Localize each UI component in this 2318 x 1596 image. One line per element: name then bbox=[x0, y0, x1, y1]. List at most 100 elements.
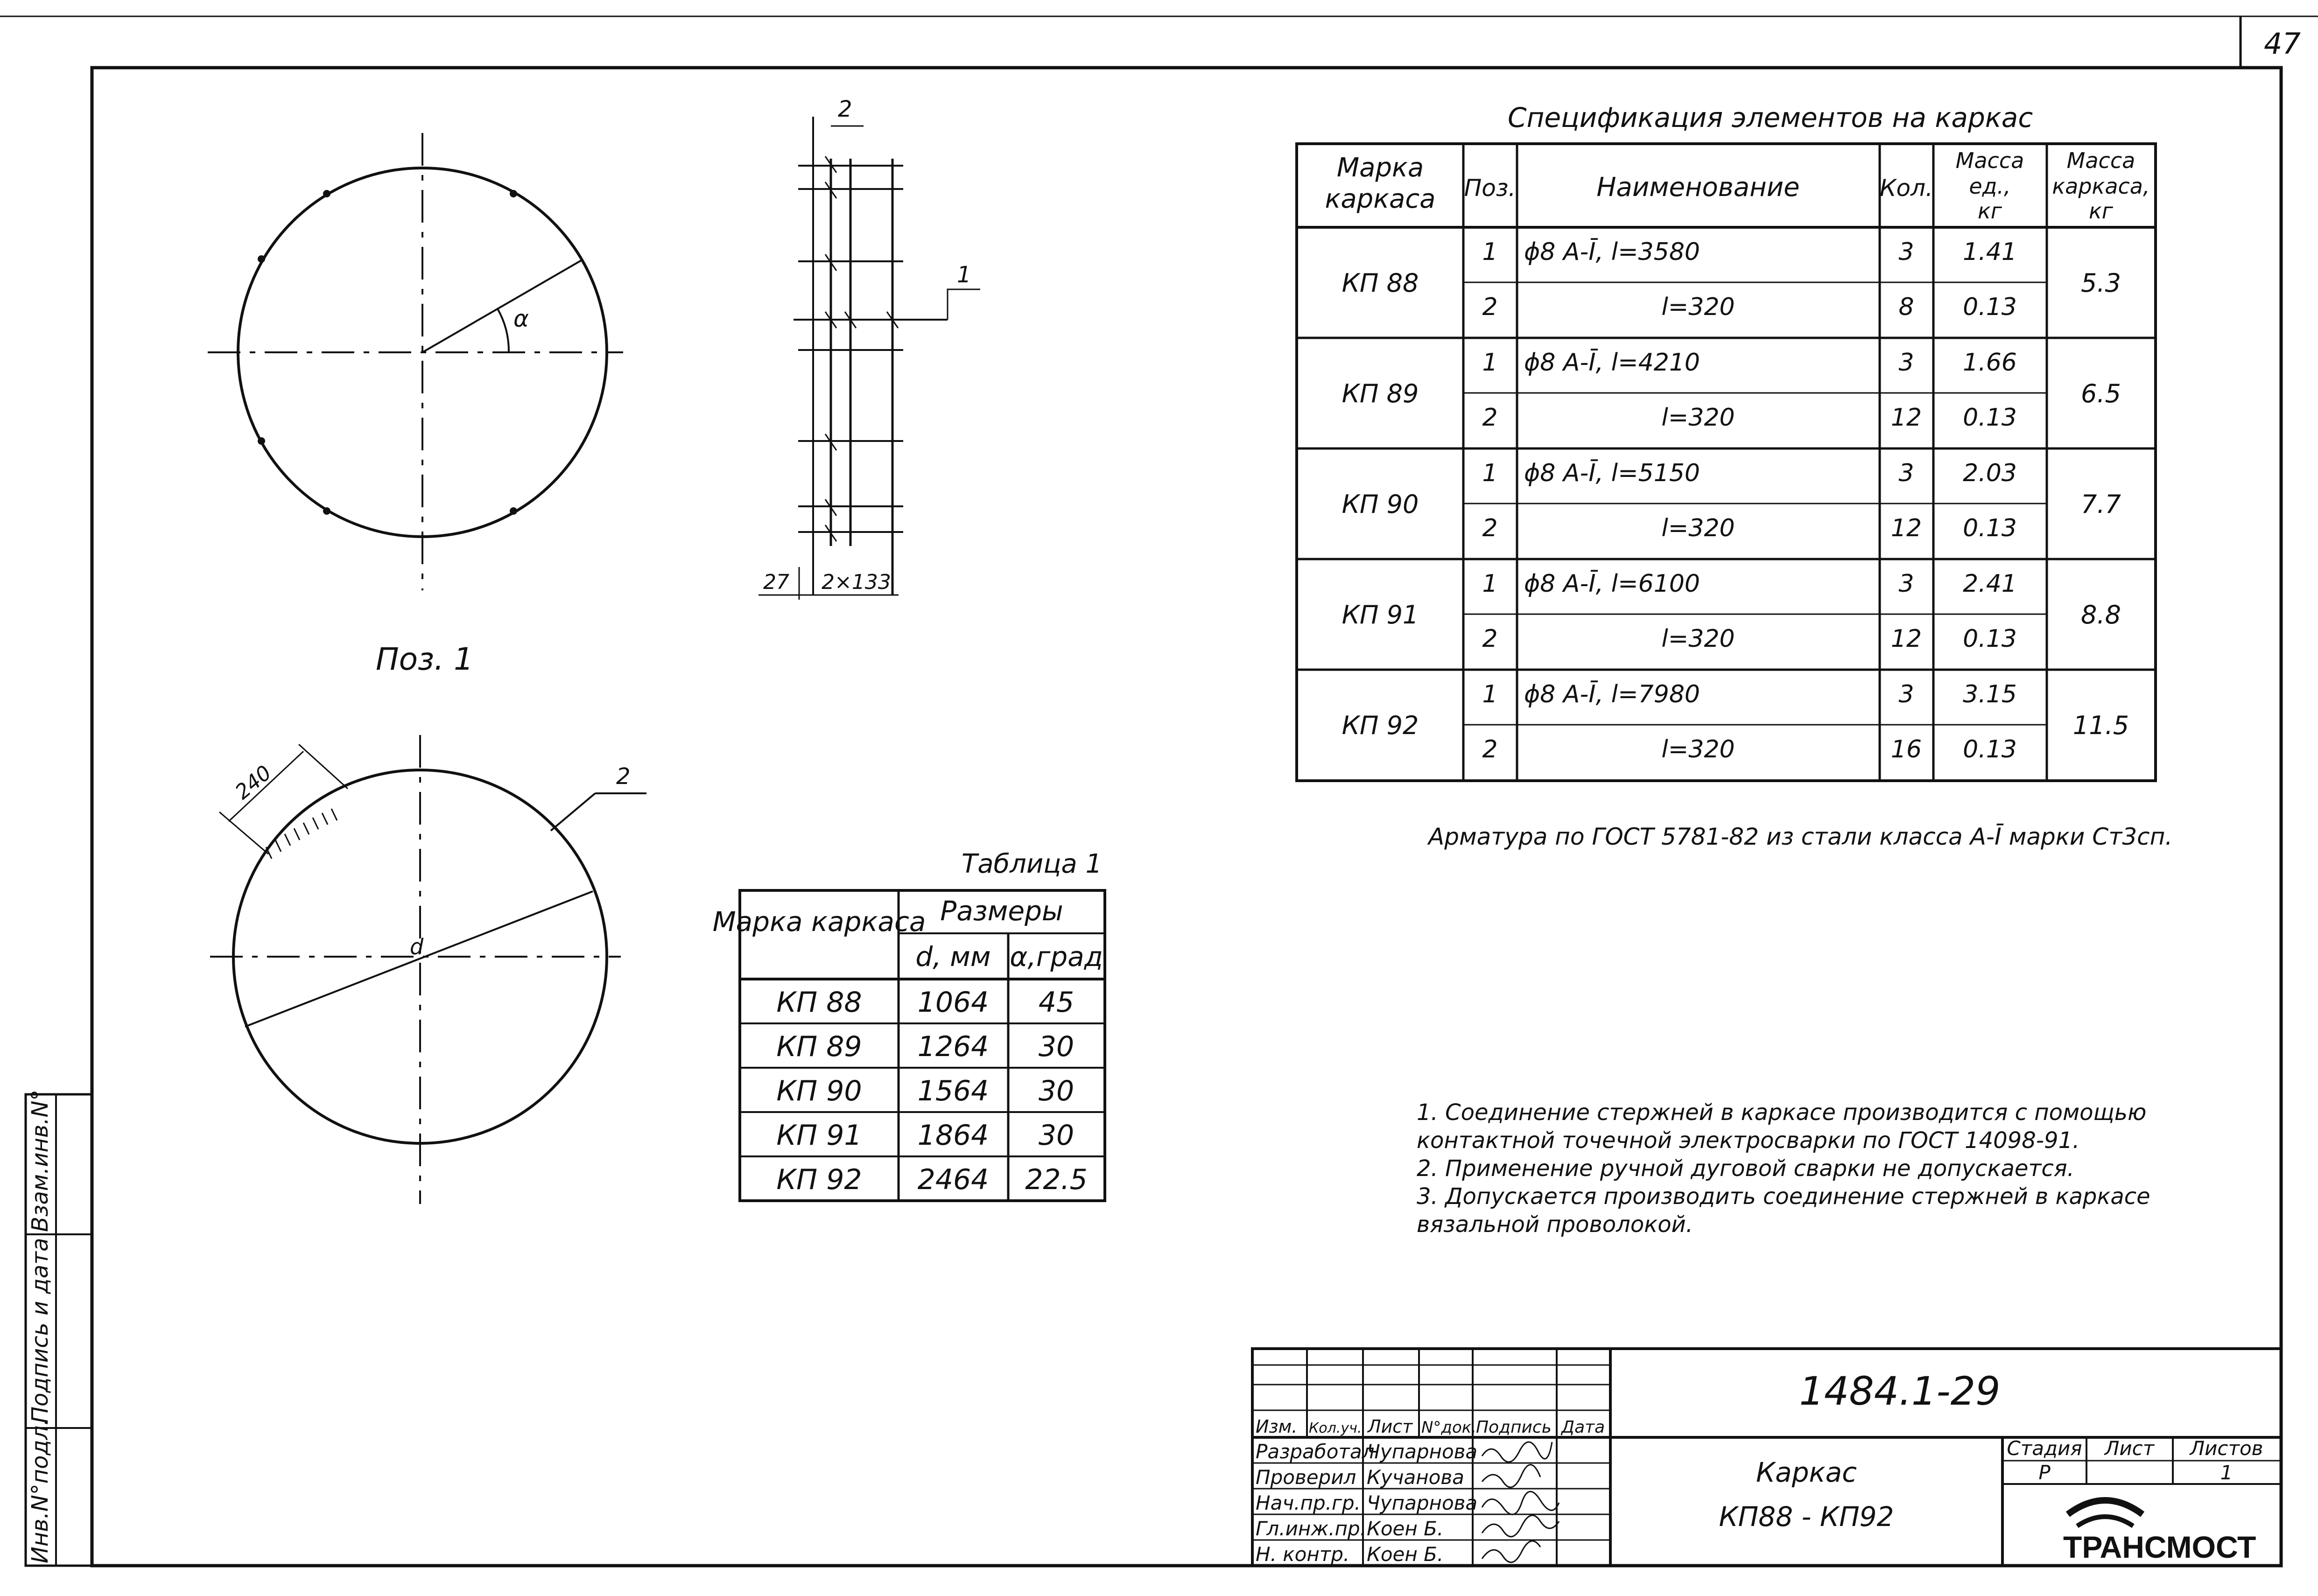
spec-cell-pos: 1 bbox=[1482, 459, 1497, 487]
tb-head-sign: Подпись bbox=[1476, 1418, 1552, 1437]
spec-cell-total-mass: 11.5 bbox=[2073, 711, 2129, 740]
spec-cell-name: ϕ8 А-Ī, l=5150 bbox=[1524, 459, 1700, 487]
spec-cell-name: l=320 bbox=[1661, 514, 1735, 542]
spec-head-total-mass-1: Масса bbox=[2067, 148, 2135, 173]
table1-cell-alpha: 30 bbox=[1039, 1030, 1074, 1063]
tb-person-name: Коен Б. bbox=[1367, 1517, 1443, 1540]
note-line-2: контактной точечной электросварки по ГОС… bbox=[1417, 1127, 2079, 1154]
spec-title: Спецификация элементов на каркас bbox=[1508, 102, 2033, 133]
table1-cell-mark: КП 91 bbox=[776, 1119, 862, 1152]
table1-cell-d: 1264 bbox=[918, 1030, 989, 1063]
logo-text: ТРАНСМОСТ bbox=[2063, 1530, 2256, 1564]
object-name: Каркас bbox=[1756, 1456, 1857, 1488]
spec-head-unit-mass-1: Масса bbox=[1956, 148, 2024, 173]
note-line-4: 3. Допускается производить соединение ст… bbox=[1417, 1183, 2150, 1210]
spec-cell-name: l=320 bbox=[1661, 735, 1735, 763]
tb-role: Н. контр. bbox=[1256, 1543, 1349, 1566]
cage-side-view: 2 1 27 2×133 bbox=[759, 96, 980, 600]
general-notes: 1. Соединение стержней в каркасе произво… bbox=[1417, 1099, 2150, 1238]
ring-diameter-view: d 2 240 bbox=[210, 735, 646, 1204]
spec-cell-qty: 3 bbox=[1898, 459, 1914, 487]
spec-head-qty: Кол. bbox=[1880, 175, 1933, 202]
tb-head-date: Дата bbox=[1560, 1418, 1605, 1437]
table-1: Таблица 1 Марка каркаса Размеры d, мм α,… bbox=[713, 849, 1106, 1202]
tb-head-list: Лист bbox=[1367, 1416, 1413, 1437]
dim-240: 240 bbox=[231, 761, 276, 804]
spec-cell-pos: 1 bbox=[1482, 680, 1497, 708]
spec-note: Арматура по ГОСТ 5781-82 из стали класса… bbox=[1427, 823, 2172, 850]
spec-cell-total-mass: 6.5 bbox=[2081, 379, 2121, 408]
tb-head-kol: Кол.уч. bbox=[1309, 1420, 1362, 1436]
spec-cell-mark: КП 90 bbox=[1342, 490, 1419, 519]
tb-stage: Р bbox=[2038, 1461, 2051, 1484]
spec-cell-pos: 2 bbox=[1482, 293, 1497, 321]
table1-head-d: d, мм bbox=[915, 941, 990, 973]
tb-person-name: Чупарнова bbox=[1367, 1440, 1477, 1463]
spec-cell-unit-mass: 2.41 bbox=[1963, 570, 2017, 598]
spec-cell-unit-mass: 0.13 bbox=[1963, 293, 2017, 321]
spec-cell-unit-mass: 0.13 bbox=[1963, 735, 2017, 763]
spec-cell-name: l=320 bbox=[1661, 293, 1735, 321]
table1-cell-mark: КП 92 bbox=[776, 1163, 862, 1196]
tb-sheets: 1 bbox=[2220, 1461, 2233, 1484]
spec-cell-name: ϕ8 А-Ī, l=4210 bbox=[1524, 349, 1700, 377]
spec-cell-qty: 12 bbox=[1891, 404, 1922, 432]
tb-head-izm: Изм. bbox=[1256, 1416, 1297, 1437]
tb-role: Гл.инж.пр. bbox=[1256, 1517, 1366, 1540]
table1-head-mark: Марка каркаса bbox=[713, 906, 926, 938]
note-line-3: 2. Применение ручной дуговой сварки не д… bbox=[1417, 1155, 2074, 1182]
pos1-label: Поз. 1 bbox=[376, 641, 473, 677]
side-stamp-signature-date: Подпись и дата bbox=[27, 1238, 53, 1423]
diameter-line bbox=[245, 890, 593, 1028]
table1-cell-d: 2464 bbox=[918, 1163, 989, 1196]
dim-27: 27 bbox=[763, 570, 789, 594]
ring-rebar-view-pos1: α Поз. 1 bbox=[208, 133, 623, 677]
spec-cell-unit-mass: 0.13 bbox=[1963, 514, 2017, 542]
stitch-ticks bbox=[265, 808, 338, 859]
spec-cell-unit-mass: 2.03 bbox=[1963, 459, 2017, 487]
d-label: d bbox=[410, 934, 424, 959]
spec-cell-name: ϕ8 А-Ī, l=7980 bbox=[1524, 680, 1700, 708]
alpha-arc bbox=[496, 307, 510, 353]
bar-dots bbox=[258, 190, 517, 515]
tb-role: Разработал bbox=[1256, 1440, 1374, 1463]
spec-cell-pos: 1 bbox=[1482, 570, 1497, 598]
side-stamp-inv-podl: Инв.N°подл. bbox=[27, 1418, 53, 1563]
table1-cell-alpha: 22.5 bbox=[1025, 1163, 1088, 1196]
table1-cell-alpha: 30 bbox=[1039, 1075, 1074, 1107]
spec-cell-qty: 3 bbox=[1898, 570, 1914, 598]
spec-cell-total-mass: 8.8 bbox=[2081, 600, 2121, 630]
spec-cell-mark: КП 92 bbox=[1342, 711, 1419, 740]
spec-cell-pos: 2 bbox=[1482, 625, 1497, 653]
spec-cell-total-mass: 5.3 bbox=[2081, 268, 2121, 298]
spec-cell-name: l=320 bbox=[1661, 404, 1735, 432]
spec-cell-mark: КП 91 bbox=[1342, 600, 1419, 630]
sheet-number: 47 bbox=[2264, 27, 2301, 61]
tb-person-name: Кучанова bbox=[1367, 1466, 1464, 1489]
spec-head-unit-mass-2: ед., bbox=[1969, 174, 2010, 199]
side-stamp-vzam-inv: Взам.инв.N° bbox=[27, 1090, 53, 1232]
table1-head-sizes: Размеры bbox=[940, 895, 1063, 927]
table1-title: Таблица 1 bbox=[962, 849, 1102, 879]
tb-stage-head: Стадия bbox=[2007, 1437, 2082, 1460]
spec-head-mark-2: каркаса bbox=[1325, 184, 1436, 214]
alpha-label: α bbox=[513, 305, 529, 332]
spec-cell-unit-mass: 1.66 bbox=[1963, 349, 2017, 377]
signatures bbox=[1481, 1441, 1560, 1563]
side-top-leader: 2 bbox=[838, 96, 852, 122]
spec-head-total-mass-2: каркаса, bbox=[2052, 174, 2149, 199]
spec-cell-qty: 3 bbox=[1898, 680, 1914, 708]
spec-cell-qty: 8 bbox=[1898, 293, 1914, 321]
tb-person-name: Чупарнова bbox=[1367, 1491, 1477, 1514]
table1-cell-d: 1864 bbox=[918, 1119, 989, 1152]
spec-head-mark-1: Марка bbox=[1337, 153, 1424, 183]
spec-cell-name: l=320 bbox=[1661, 625, 1735, 653]
spec-cell-unit-mass: 0.13 bbox=[1963, 404, 2017, 432]
table1-cell-mark: КП 90 bbox=[776, 1075, 862, 1107]
spec-cell-pos: 2 bbox=[1482, 404, 1497, 432]
table1-cell-alpha: 30 bbox=[1039, 1119, 1074, 1152]
